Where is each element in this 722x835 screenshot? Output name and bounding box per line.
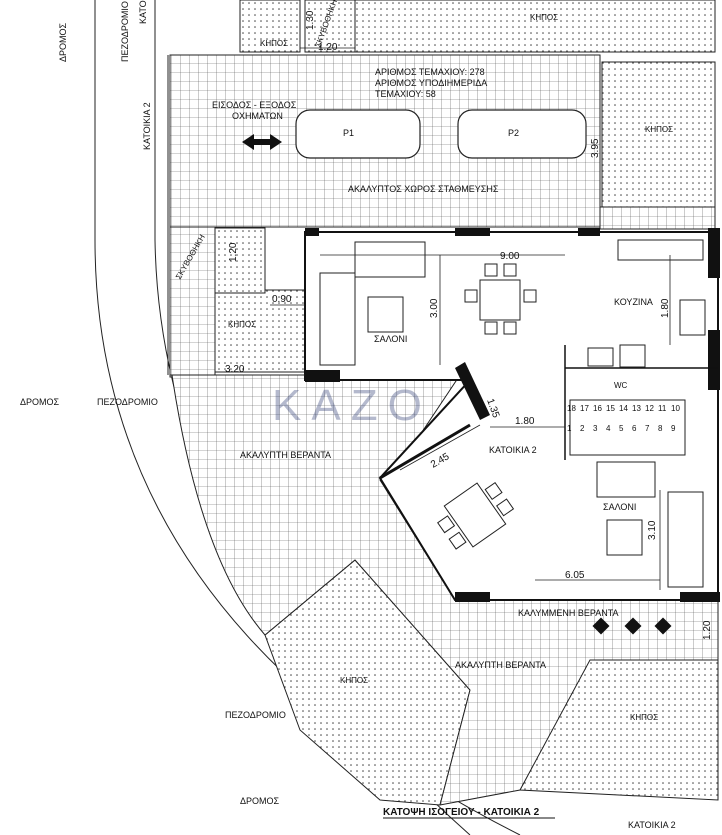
label-unit: ΚΑΤΟΙΚΙΑ 2 [489,445,537,455]
car-p2 [457,109,587,159]
label-veranda-open-2: ΑΚΑΛΥΠΤΗ ΒΕΡΑΝΤΑ [455,660,546,670]
dim-1-20-top: 1.20 [318,42,338,53]
label-car-p2: P2 [508,128,519,138]
planters [592,617,672,635]
drawing-title: ΚΑΤΟΨΗ ΙΣΟΓΕΙΟΥ - ΚΑΤΟΙΚΙΑ 2 [383,807,540,818]
label-living: ΣΑΛΟΝΙ [374,334,407,344]
dim-3-00: 3.00 [429,298,440,318]
paving [169,54,719,806]
dim-3-95: 3.95 [590,138,601,158]
dim-6-05: 6.05 [565,570,585,581]
dim-1-30: 1.30 [305,10,316,30]
label-garden-bottom-left: ΚΗΠΟΣ [340,676,368,685]
label-entrance-2: ΟΧΗΜΑΤΩΝ [232,111,283,121]
label-sidewalk-top: ΠΕΖΟΔΡΟΜΙΟ [120,1,130,62]
dim-3-10: 3.10 [647,520,658,540]
stair-step-2: 2 [580,424,585,433]
label-road-left: ΔΡΟΜΟΣ [20,397,60,407]
coffee-table [367,296,404,333]
sofa-top [354,241,426,278]
label-sidewalk-left: ΠΕΖΟΔΡΟΜΙΟ [97,397,158,407]
label-car-p1: P1 [343,128,354,138]
label-veranda-open: ΑΚΑΛΥΠΤΗ ΒΕΡΑΝΤΑ [240,450,331,460]
label-garden-bottom-right: ΚΗΠΟΣ [630,713,658,722]
stair-step-12: 12 [645,404,654,413]
house [304,228,720,602]
stair-step-10: 10 [671,404,680,413]
dim-1-20-left: 1.20 [228,242,239,262]
stair-step-8: 8 [658,424,663,433]
stair-step-13: 13 [632,404,641,413]
dim-0-90: 0.90 [272,294,292,305]
stair-block [569,399,686,456]
parcel-line-1: ΑΡΙΘΜΟΣ ΤΕΜΑΧΙΟΥ: 278 [375,67,485,77]
gardens [171,0,719,806]
stair-step-5: 5 [619,424,624,433]
cars [295,109,587,159]
stair-step-18: 18 [567,404,576,413]
dining-table-2 [443,482,507,548]
sofa-bottom [596,461,656,498]
stair-step-6: 6 [632,424,637,433]
stair-step-14: 14 [619,404,628,413]
watermark: KAZO [272,381,432,430]
furniture [319,239,706,588]
dim-9-00: 9.00 [500,251,520,262]
label-wc: WC [614,381,628,390]
dining-table [479,279,521,321]
label-garden-right: ΚΗΠΟΣ [645,125,673,134]
dim-1-80-h: 1.80 [515,416,535,427]
stair-step-9: 9 [671,424,676,433]
label-kitchen: ΚΟΥΖΙΝΑ [614,297,653,307]
label-living-2: ΣΑΛΟΝΙ [603,502,636,512]
car-p1 [295,109,421,159]
stair-step-3: 3 [593,424,598,433]
label-road-top: ΔΡΟΜΟΣ [58,22,68,62]
label-veranda-covered: ΚΑΛΥΜΜΕΝΗ ΒΕΡΑΝΤΑ [518,608,619,618]
sofa-right [667,491,704,588]
label-garden-top-small: ΚΗΠΟΣ [260,39,288,48]
dimension-lines [172,47,671,590]
stair-step-1: 1 [567,424,572,433]
stair-step-15: 15 [606,404,615,413]
label-entrance-1: ΕΙΣΟΔΟΣ - ΕΞΟΔΟΣ [212,100,297,110]
parcel-line-2: ΑΡΙΘΜΟΣ ΥΠΟΔΙΗΜΕΡΙΔΑ [375,78,487,88]
stair-step-16: 16 [593,404,602,413]
label-parking: ΑΚΑΛΥΠΤΟΣ ΧΩΡΟΣ ΣΤΑΘΜΕΥΣΗΣ [348,184,499,194]
parcel-line-3: ΤΕΜΑΧΙΟΥ: 58 [375,89,436,99]
dim-1-80-v: 1.80 [660,298,671,318]
kitchen-counter [617,239,704,261]
stair-step-17: 17 [580,404,589,413]
stair-step-11: 11 [658,404,667,413]
label-house-left: ΚΑΤΟΙΚΙΑ 2 [142,102,152,150]
label-house-top: ΚΑΤΟΙΚΙΑ 2 [138,0,148,24]
double-arrow-icon [242,134,282,150]
stair-step-4: 4 [606,424,611,433]
dim-1-20-bottom: 1.20 [702,620,713,640]
label-garden-left: ΚΗΠΟΣ [228,320,256,329]
stair-step-7: 7 [645,424,650,433]
label-road-bottom: ΔΡΟΜΟΣ [240,796,280,806]
dim-3-20: 3.20 [225,364,245,375]
label-house-bottom: ΚΑΤΟΙΚΙΑ 2 [628,820,676,830]
coffee-table-2 [606,519,643,556]
label-sidewalk-bottom: ΠΕΖΟΔΡΟΜΙΟ [225,710,286,720]
sofa-left [319,272,356,366]
label-garden-top: ΚΗΠΟΣ [530,13,558,22]
